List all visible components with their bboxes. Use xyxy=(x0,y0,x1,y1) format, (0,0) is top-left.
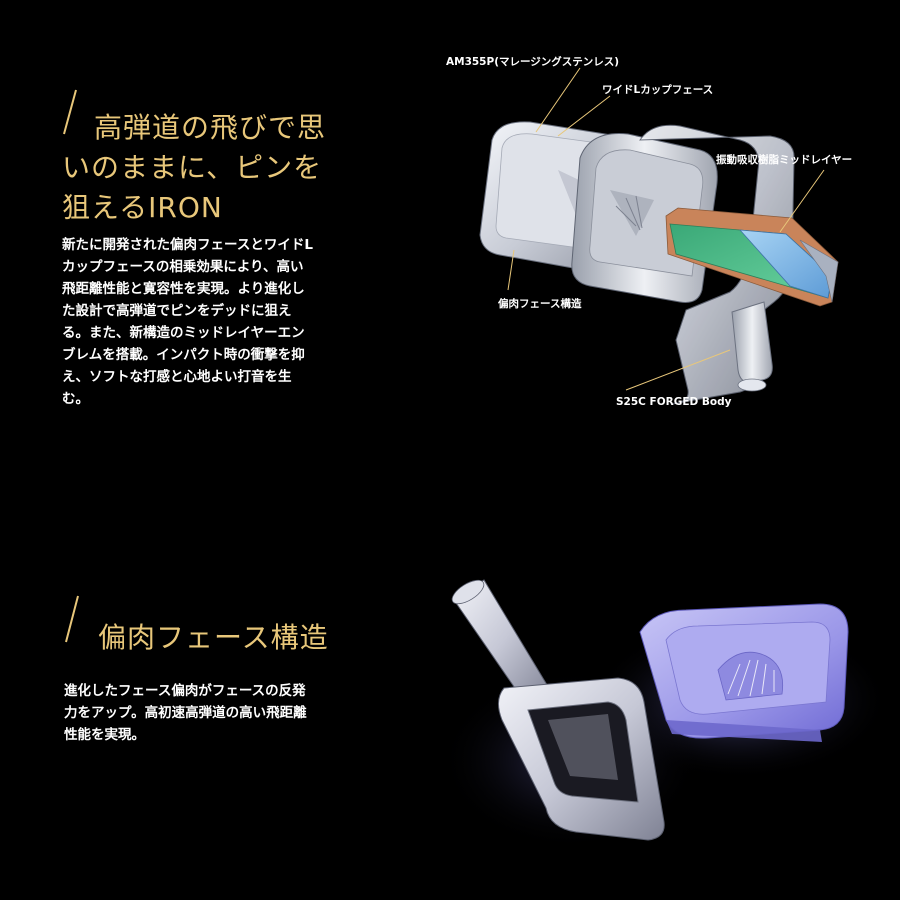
section-heading: 偏肉フェース構造 xyxy=(98,621,329,654)
heading-line: いのままに、ピンを xyxy=(62,151,323,184)
body-line: え、ソフトな打感と心地よい打音を生 xyxy=(62,369,292,385)
leader-variable-face xyxy=(507,249,515,291)
heading-line: 狙えるIRON xyxy=(62,191,223,224)
callout-am355p: AM355P(マレージングステンレス) xyxy=(446,56,620,68)
gold-slash-icon xyxy=(65,595,79,643)
callout-mid-layer: 振動吸収樹脂ミッドレイヤー xyxy=(716,154,853,166)
exploded-iron-diagram xyxy=(479,67,839,405)
body-line: ブレムを搭載。インパクト時の衝撃を抑 xyxy=(62,347,305,363)
callout-wide-l-cup: ワイドLカップフェース xyxy=(602,84,714,96)
intro-section: 高弾道の飛びで思 いのままに、ピンを 狙えるIRON 新たに開発された偏肉フェー… xyxy=(62,56,853,410)
leader-s25c-body xyxy=(625,349,731,391)
heading-line: 高弾道の飛びで思 xyxy=(94,111,327,144)
body-line: む。 xyxy=(62,391,89,407)
body-line: 進化したフェース偏肉がフェースの反発 xyxy=(64,683,306,699)
iron-body-shape xyxy=(451,579,665,841)
callout-s25c-body: S25C FORGED Body xyxy=(616,396,732,408)
leader-mid-layer xyxy=(779,169,825,233)
forged-body-shape xyxy=(639,124,795,405)
body-line: る。また、新構造のミッドレイヤーエン xyxy=(62,325,305,341)
variable-face-section: 偏肉フェース構造 進化したフェース偏肉がフェースの反発 力をアップ。高初速高弾道… xyxy=(0,450,900,900)
gold-slash-icon xyxy=(63,89,77,135)
mid-layer-shape xyxy=(665,207,839,307)
section-heading: 高弾道の飛びで思 いのままに、ピンを 狙えるIRON xyxy=(62,108,326,228)
callout-variable-face: 偏肉フェース構造 xyxy=(498,298,582,310)
body-line: カップフェースの相乗効果により、高い xyxy=(62,259,304,275)
body-line: 飛距離性能と寛容性を実現。より進化し xyxy=(62,281,305,297)
leader-wide-l-cup xyxy=(557,95,611,137)
section-body: 新たに開発された偏肉フェースとワイドL カップフェースの相乗効果により、高い 飛… xyxy=(62,234,313,410)
leader-am355p xyxy=(535,67,581,133)
body-line: た設計で高弾道でピンをデッドに狙え xyxy=(62,303,292,319)
violet-face-shape xyxy=(639,603,849,742)
section-body: 進化したフェース偏肉がフェースの反発 力をアップ。高初速高弾道の高い飛距離 性能… xyxy=(64,680,307,746)
body-line: 力をアップ。高初速高弾道の高い飛距離 xyxy=(64,705,307,721)
body-line: 新たに開発された偏肉フェースとワイドL xyxy=(62,237,313,253)
callout-leaders xyxy=(507,67,825,391)
variable-face-diagram xyxy=(440,579,880,850)
body-line: 性能を実現。 xyxy=(64,727,145,743)
